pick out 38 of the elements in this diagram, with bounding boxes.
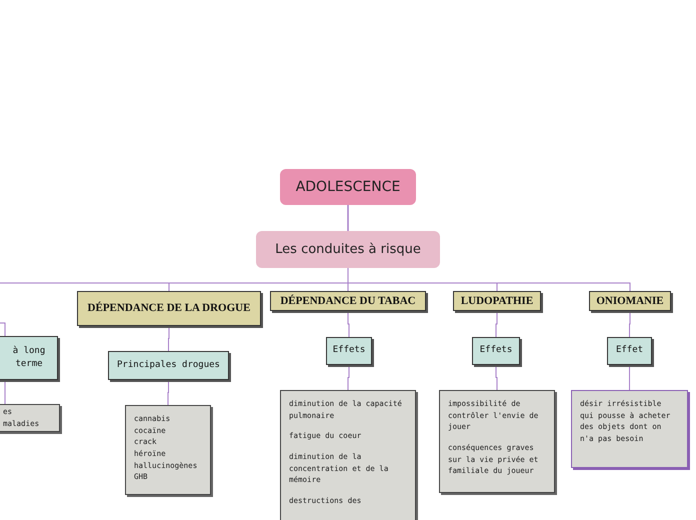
branch-box: [77, 291, 261, 326]
subtopic-box: [326, 337, 372, 365]
branch-box: [453, 291, 541, 311]
topic-label: DÉPENDANCE DE LA DROGUE: [88, 301, 250, 316]
subtopic-box: [108, 351, 229, 380]
topic-label: Effets: [480, 344, 512, 358]
subtopic-box: [472, 337, 520, 365]
connector-line: [348, 364, 350, 390]
subtopic-box: [0, 336, 58, 380]
connector-line: [348, 310, 350, 338]
topic-label: LUDOPATHIE: [460, 294, 534, 308]
branch-box: [270, 291, 426, 311]
topic-label: à long terme: [12, 344, 46, 371]
branch-box: [589, 291, 671, 311]
connector-line: [496, 364, 498, 390]
note-box: [280, 390, 416, 520]
note-box: [439, 390, 555, 493]
connector-line: [168, 380, 169, 406]
root-topic-box: [280, 169, 416, 205]
connector-line: [629, 364, 630, 390]
topic-label: Effet: [616, 344, 644, 358]
topic-label: ADOLESCENCE: [296, 179, 400, 195]
topic-label: Principales drogues: [117, 358, 220, 372]
note-box: [125, 405, 211, 495]
connector-line: [4, 380, 6, 404]
connector-line: [347, 205, 349, 231]
connector-line: [629, 310, 630, 338]
note-box: [0, 404, 60, 432]
main-topic-box: [256, 231, 440, 268]
topic-label: DÉPENDANCE DU TABAC: [280, 294, 416, 308]
note-box: [571, 390, 688, 468]
subtopic-box: [607, 337, 652, 365]
topic-label: ONIOMANIE: [596, 294, 664, 308]
connector-line: [496, 310, 498, 338]
topic-label: Effets: [332, 344, 366, 358]
connector-line: [0, 322, 6, 336]
connector-line: [168, 326, 170, 352]
topic-label: Les conduites à risque: [275, 242, 421, 257]
